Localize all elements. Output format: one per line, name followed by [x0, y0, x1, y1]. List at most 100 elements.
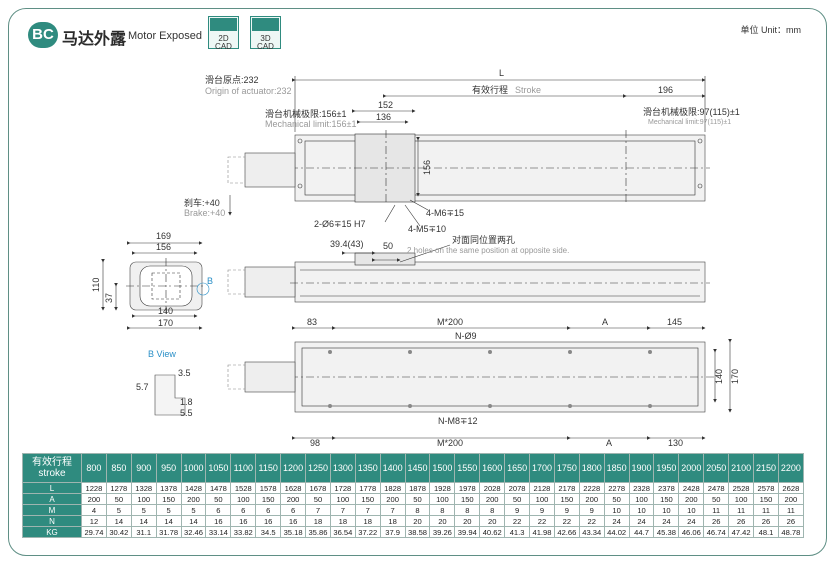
table-cell: 26	[728, 515, 755, 527]
stroke-value-cell: 1600	[479, 453, 506, 483]
origin-label-en: Origin of actuator:232	[205, 86, 292, 96]
table-cell: 26	[703, 515, 730, 527]
table-cell: 9	[529, 504, 555, 516]
table-cell: 8	[404, 504, 431, 516]
dim-169: 169	[156, 231, 171, 241]
table-cell: 2328	[628, 482, 655, 494]
table-cell: 150	[255, 493, 282, 505]
table-cell: 22	[578, 515, 605, 527]
cad-2d-button[interactable]: 2D CAD	[208, 16, 239, 51]
table-cell: 22	[504, 515, 531, 527]
table-cell: 10	[678, 504, 705, 516]
table-cell: 9	[504, 504, 531, 516]
table-cell: 40.62	[479, 526, 506, 538]
table-cell: 33.14	[205, 526, 232, 538]
dim-170-right: 170	[730, 369, 740, 384]
stroke-value-cell: 1700	[529, 453, 555, 483]
table-cell: 14	[105, 515, 132, 527]
table-cell: 29.74	[81, 526, 107, 538]
table-cell: 50	[105, 493, 132, 505]
brake-label-en: Brake:+40	[184, 208, 225, 218]
table-cell: 31.78	[155, 526, 182, 538]
dim-156-vertical: 156	[422, 160, 432, 175]
table-cell: 150	[753, 493, 779, 505]
table-cell: 6	[280, 504, 307, 516]
table-cell: 100	[429, 493, 456, 505]
b-view-marker: B	[207, 276, 213, 286]
table-cell: 9	[578, 504, 605, 516]
table-cell: 11	[753, 504, 779, 516]
table-cell: 26	[777, 515, 804, 527]
cad-3d-icon	[252, 18, 279, 31]
stroke-value-cell: 1400	[379, 453, 406, 483]
table-cell: 36.54	[329, 526, 356, 538]
table-cell: 150	[553, 493, 580, 505]
dim-140: 140	[158, 306, 173, 316]
table-cell: 14	[180, 515, 207, 527]
table-cell: 6	[255, 504, 282, 516]
table-cell: 2378	[653, 482, 680, 494]
table-cell: 30.42	[105, 526, 132, 538]
table-cell: 12	[81, 515, 107, 527]
stroke-header-en: stroke	[38, 468, 66, 479]
table-cell: 150	[653, 493, 680, 505]
table-cell: 1828	[379, 482, 406, 494]
table-cell: 48.78	[777, 526, 804, 538]
b-view-title: B View	[148, 349, 176, 359]
dim-3-5: 3.5	[178, 368, 191, 378]
table-cell: 1978	[454, 482, 481, 494]
mech-limit-left-en: Mechanical limit:156±1	[265, 119, 356, 129]
table-cell: 24	[628, 515, 655, 527]
table-cell: 1628	[280, 482, 307, 494]
table-cell: 18	[329, 515, 356, 527]
table-cell: 1678	[305, 482, 331, 494]
table-cell: 26	[753, 515, 779, 527]
table-cell: 10	[628, 504, 655, 516]
dim-83: 83	[307, 317, 317, 327]
n-m8-label: N-M8∓12	[438, 416, 478, 426]
stroke-value-cell: 2150	[753, 453, 779, 483]
cad-2d-icon	[210, 18, 237, 31]
dim-L: L	[499, 68, 504, 78]
table-cell: 2128	[529, 482, 555, 494]
table-cell: 48.1	[753, 526, 779, 538]
table-cell: 14	[155, 515, 182, 527]
table-cell: 37.22	[354, 526, 381, 538]
table-cell: 100	[529, 493, 555, 505]
dim-136: 136	[376, 112, 391, 122]
stroke-value-cell: 1250	[305, 453, 331, 483]
stroke-value-cell: 1150	[255, 453, 282, 483]
stroke-value-cell: 2000	[678, 453, 705, 483]
opposite-holes-en: 2 holes on the same position at opposite…	[407, 246, 569, 255]
table-cell: 1778	[354, 482, 381, 494]
stroke-value-cell: 900	[130, 453, 157, 483]
table-cell: 50	[703, 493, 730, 505]
table-cell: 7	[379, 504, 406, 516]
m6-holes-label: 4-M6∓15	[426, 208, 464, 218]
table-cell: 37.9	[379, 526, 406, 538]
stroke-value-cell: 850	[105, 453, 132, 483]
table-cell: 34.5	[255, 526, 282, 538]
cad-3d-button[interactable]: 3D CAD	[250, 16, 281, 51]
table-cell: 2478	[703, 482, 730, 494]
table-cell: 31.1	[130, 526, 157, 538]
n-hole-label: N-Ø9	[455, 331, 477, 341]
series-badge: BC	[28, 22, 58, 48]
row-label-cell: L	[22, 482, 82, 494]
stroke-value-cell: 800	[81, 453, 107, 483]
dim-a-top: A	[602, 317, 608, 327]
table-cell: 16	[255, 515, 282, 527]
table-cell: 5	[130, 504, 157, 516]
stroke-value-cell: 1950	[653, 453, 680, 483]
table-cell: 100	[728, 493, 755, 505]
table-cell: 44.7	[628, 526, 655, 538]
stroke-value-cell: 1750	[553, 453, 580, 483]
table-cell: 5	[180, 504, 207, 516]
table-cell: 43.34	[578, 526, 605, 538]
dim-50: 50	[383, 241, 393, 251]
table-cell: 100	[329, 493, 356, 505]
